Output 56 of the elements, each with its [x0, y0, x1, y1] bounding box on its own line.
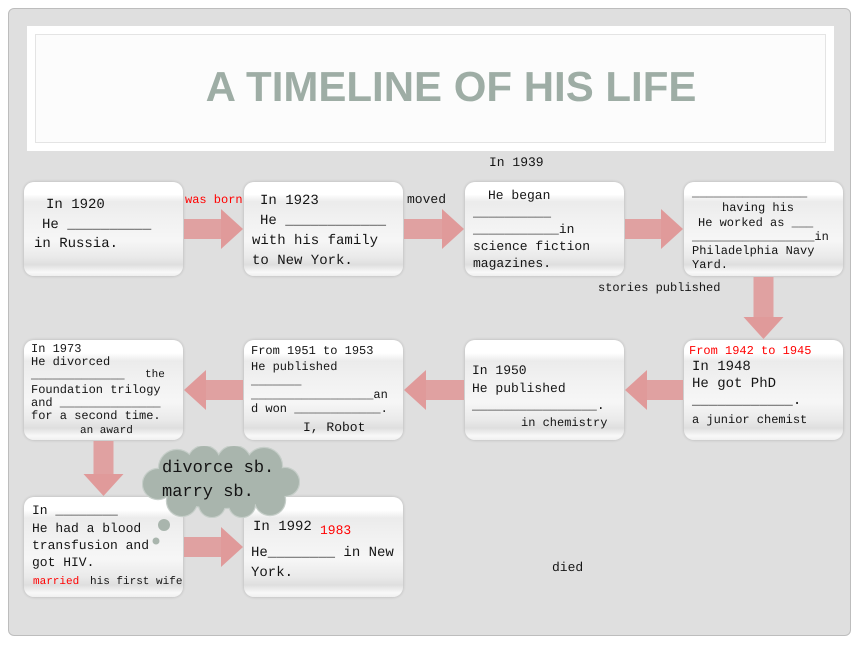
- date-text: In 1939: [489, 155, 544, 171]
- block-arrow: [184, 370, 243, 410]
- block-arrow: [625, 209, 683, 249]
- event-text: He divorced _____________: [31, 356, 126, 382]
- cloud-text: divorce sb.: [162, 458, 274, 480]
- answer-text: moved: [407, 192, 446, 208]
- event-text: He got PhD ____________.: [692, 376, 802, 410]
- answer-text: Foundation trilogy: [31, 383, 161, 397]
- event-text: He worked as ___ _________________in Philadelphia Navy Yard.: [692, 216, 830, 272]
- event-text: He published ________________.: [472, 380, 606, 414]
- answer-text: an award: [80, 425, 133, 438]
- timeline-card: [24, 340, 183, 440]
- answer-text: 1983: [320, 523, 352, 539]
- event-text: He had a blood transfusion and got HIV.: [32, 520, 150, 571]
- timeline-card: [244, 497, 403, 597]
- date-text: In 1950: [472, 362, 527, 379]
- block-arrow: [625, 370, 683, 410]
- event-text: He __________ in Russia.: [34, 216, 152, 254]
- block-arrow: [744, 277, 784, 339]
- slide-title: A TIMELINE OF HIS LIFE: [206, 62, 696, 112]
- block-arrow: [184, 527, 243, 567]
- answer-text: married: [33, 576, 80, 589]
- event-text: and ______________ for a second time.: [31, 397, 162, 423]
- block-arrow: [404, 370, 464, 410]
- block-arrow: [404, 209, 464, 249]
- timeline-card: [24, 182, 183, 276]
- block-arrow: [184, 209, 243, 249]
- answer-text: a junior chemist: [692, 413, 808, 427]
- timeline-card: [465, 340, 624, 440]
- answer-text: I, Robot: [303, 420, 366, 436]
- date-text: In 1923: [260, 192, 319, 210]
- answer-text: in chemistry: [521, 416, 608, 430]
- timeline-card: [684, 182, 843, 276]
- date-text: In 1992: [253, 519, 312, 536]
- answer-text: having his: [722, 201, 794, 215]
- date-text: In ________: [32, 502, 118, 519]
- cloud-text: marry sb.: [162, 482, 254, 504]
- block-arrow: [84, 441, 124, 496]
- date-text: From 1951 to 1953: [251, 344, 374, 358]
- answer-text: was born: [185, 193, 243, 207]
- fill-in-line: ________________: [692, 186, 808, 200]
- answer-text: the: [145, 369, 165, 382]
- answer-text: died: [552, 560, 584, 576]
- event-text: He ____________ with his family to New York.: [252, 212, 388, 271]
- date-text: In 1920: [46, 196, 105, 214]
- answer-text: stories published: [598, 281, 720, 295]
- event-text: He________ in New York.: [251, 544, 395, 583]
- date-text: In 1973: [31, 343, 82, 356]
- timeline-card: [244, 340, 403, 440]
- timeline-card: [684, 340, 843, 440]
- answer-text: From 1942 to 1945: [689, 344, 812, 358]
- answer-text: his first wife: [90, 576, 182, 589]
- date-text: In 1948: [692, 359, 751, 376]
- timeline-card: [244, 182, 403, 276]
- event-text: He published _______ _________________an d won ____________.: [251, 360, 389, 416]
- event-text: He began __________ ___________in science fiction magazines.: [473, 187, 592, 272]
